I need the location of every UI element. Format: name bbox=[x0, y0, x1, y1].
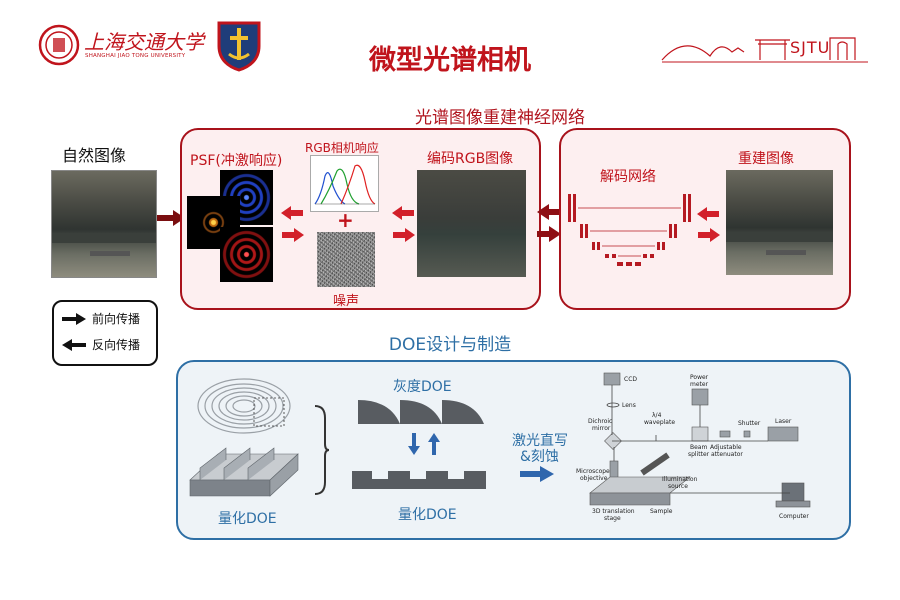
setup-label-attenuator-2: attenuator bbox=[711, 451, 743, 458]
setup-label-objective-1: Microscope bbox=[576, 468, 610, 475]
reconstructed-image bbox=[726, 170, 833, 275]
setup-label-beam-1: Beam bbox=[690, 444, 708, 451]
quantized-doe-left-label: 量化DOE bbox=[218, 511, 277, 527]
laser-setup-diagram bbox=[589, 372, 811, 508]
sjtu-mark: SJTU bbox=[790, 38, 831, 57]
unet-diagram bbox=[568, 194, 691, 266]
seal-icon bbox=[38, 24, 80, 66]
setup-label-shutter: Shutter bbox=[738, 420, 761, 427]
forward-arrow-icon bbox=[62, 312, 86, 325]
psf-label: PSF(冲激响应) bbox=[190, 153, 283, 169]
backward-arrow-icon bbox=[697, 207, 719, 221]
campus-gate-icon bbox=[661, 37, 868, 63]
grayscale-doe-profile bbox=[358, 400, 484, 424]
setup-label-waveplate-1: λ/4 bbox=[652, 412, 662, 419]
setup-label-attenuator-1: Adjustable bbox=[710, 444, 742, 451]
noise-label: 噪声 bbox=[333, 294, 360, 309]
setup-label-power-1: Power bbox=[690, 374, 709, 381]
up-arrow-icon bbox=[428, 433, 440, 455]
natural-image bbox=[51, 170, 157, 278]
coded-rgb-label: 编码RGB图像 bbox=[427, 151, 514, 167]
plus-sign: + bbox=[337, 208, 354, 232]
down-arrow-icon bbox=[408, 433, 420, 455]
backward-arrow-icon bbox=[62, 338, 86, 351]
quantized-doe-3d bbox=[189, 447, 299, 497]
rgb-response-label: RGB相机响应 bbox=[305, 141, 379, 155]
rgb-response-chart bbox=[310, 155, 379, 212]
forward-arrow-icon bbox=[537, 226, 561, 242]
forward-arrow-icon bbox=[520, 466, 554, 482]
decoder-label: 解码网络 bbox=[600, 169, 656, 185]
setup-label-dichroic-1: Dichroic bbox=[588, 418, 613, 425]
university-name: 上海交通大学 bbox=[84, 30, 204, 54]
laser-write-label-1: 激光直写 bbox=[512, 433, 568, 449]
grayscale-doe-rings bbox=[197, 378, 291, 434]
setup-label-computer: Computer bbox=[779, 513, 809, 520]
shield-emblem-icon bbox=[217, 21, 261, 72]
bracket-icon bbox=[314, 405, 329, 495]
university-name-en: SHANGHAI JIAO TONG UNIVERSITY bbox=[85, 53, 186, 59]
legend-backward: 反向传播 bbox=[62, 336, 140, 353]
setup-label-ccd: CCD bbox=[624, 376, 637, 383]
setup-label-dichroic-2: mirror bbox=[592, 425, 611, 432]
network-section-title: 光谱图像重建神经网络 bbox=[415, 108, 585, 128]
page-title: 微型光谱相机 bbox=[369, 45, 531, 76]
backward-arrow-icon bbox=[281, 206, 303, 220]
setup-label-waveplate-2: waveplate bbox=[644, 419, 676, 426]
quantized-doe-mid-label: 量化DOE bbox=[398, 507, 457, 523]
setup-label-beam-2: splitter bbox=[688, 451, 710, 458]
forward-arrow-icon bbox=[282, 228, 304, 242]
legend-forward: 前向传播 bbox=[62, 310, 140, 327]
quantized-doe-profile bbox=[352, 471, 486, 489]
setup-label-objective-2: objective bbox=[580, 475, 608, 482]
reconstructed-label: 重建图像 bbox=[738, 151, 794, 167]
setup-label-sample: Sample bbox=[650, 508, 673, 515]
coded-rgb-image bbox=[417, 170, 526, 277]
setup-label-laser: Laser bbox=[775, 418, 792, 425]
grayscale-doe-label: 灰度DOE bbox=[393, 379, 452, 395]
backward-arrow-icon bbox=[537, 204, 561, 220]
legend: 前向传播 反向传播 bbox=[52, 300, 158, 366]
legend-forward-label: 前向传播 bbox=[92, 312, 141, 326]
forward-arrow-icon bbox=[698, 228, 720, 242]
backward-arrow-icon bbox=[392, 206, 414, 220]
setup-label-power-2: meter bbox=[690, 381, 709, 388]
laser-write-label-2: &刻蚀 bbox=[520, 449, 559, 465]
setup-label-stage-2: stage bbox=[604, 515, 621, 522]
setup-label-illumination-1: Illumination bbox=[662, 476, 698, 483]
psf-red-image bbox=[220, 227, 273, 282]
setup-label-lens: Lens bbox=[622, 402, 636, 409]
sjtu-logo: 上海交通大学 SHANGHAI JIAO TONG UNIVERSITY bbox=[38, 22, 204, 68]
setup-label-illumination-2: source bbox=[668, 483, 688, 490]
setup-label-stage-1: 3D translation bbox=[592, 508, 635, 515]
natural-image-label: 自然图像 bbox=[62, 146, 127, 165]
legend-backward-label: 反向传播 bbox=[92, 338, 141, 352]
doe-section-title: DOE设计与制造 bbox=[388, 335, 512, 355]
doe-panel bbox=[176, 360, 851, 540]
forward-arrow-icon bbox=[157, 210, 185, 226]
noise-image bbox=[317, 232, 375, 287]
forward-arrow-icon bbox=[393, 228, 415, 242]
